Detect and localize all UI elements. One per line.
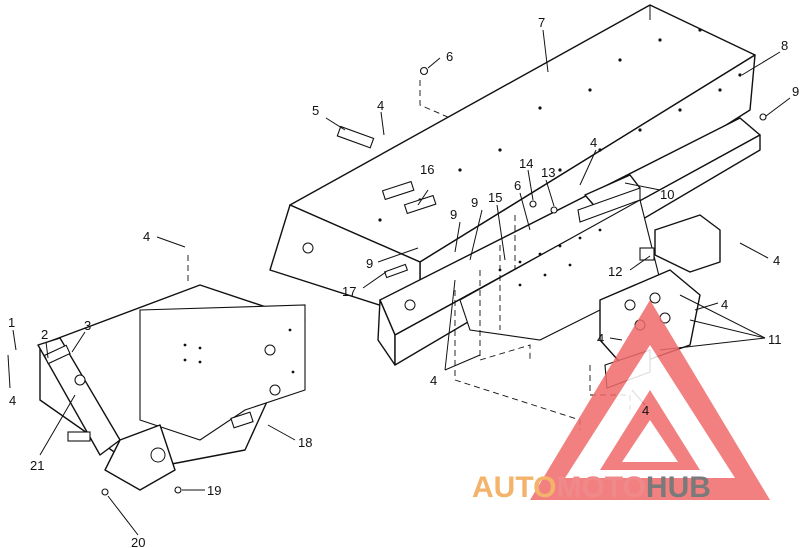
callout-17: 17: [342, 284, 356, 299]
bracket-part-12: [639, 214, 721, 273]
callout-15: 15: [488, 190, 502, 205]
callout-6a: 6: [446, 49, 453, 64]
watermark-text: AUTOMOTOHUB: [472, 471, 711, 504]
watermark-logo: [530, 300, 770, 500]
rivet-part-6: [419, 66, 429, 76]
callout-14: 14: [519, 156, 533, 171]
callout-4h: 4: [143, 229, 150, 244]
leader-lines: [7, 29, 791, 536]
callout-4d: 4: [721, 297, 728, 312]
callout-13: 13: [541, 165, 555, 180]
callout-4e: 4: [597, 331, 604, 346]
rivet-part-14: [529, 200, 537, 208]
callout-9d: 9: [366, 256, 373, 271]
callout-4g: 4: [430, 373, 437, 388]
bushing-part-21: [74, 374, 86, 386]
callout-3: 3: [84, 318, 91, 333]
callout-4a: 4: [377, 98, 384, 113]
callout-2: 2: [41, 327, 48, 342]
watermark-part-moto: MOTO: [556, 471, 645, 504]
callout-11: 11: [768, 332, 782, 347]
callout-1: 1: [8, 315, 15, 330]
rivet-part-9: [759, 113, 767, 121]
plate-part-5: [336, 125, 375, 149]
callout-19: 19: [207, 483, 221, 498]
callout-5: 5: [312, 103, 319, 118]
callout-6b: 6: [514, 178, 521, 193]
callout-9b: 9: [471, 195, 478, 210]
callout-8: 8: [781, 38, 788, 53]
watermark-part-hub: HUB: [646, 471, 711, 504]
callout-18: 18: [298, 435, 312, 450]
callout-21: 21: [30, 458, 44, 473]
callout-4c: 4: [773, 253, 780, 268]
callout-4f: 4: [642, 403, 649, 418]
callout-7: 7: [538, 15, 545, 30]
callout-16: 16: [420, 162, 434, 177]
callout-12: 12: [608, 264, 622, 279]
callout-4i: 4: [9, 393, 16, 408]
callout-9c: 9: [450, 207, 457, 222]
callout-9a: 9: [792, 84, 799, 99]
plate-part-17: [383, 263, 409, 279]
callout-labels: 7 6 5 4 8 9 4 10 14 13 6 16 15 9 9 9 17 …: [8, 15, 799, 548]
plate-part-16a: [381, 180, 415, 201]
callout-20: 20: [131, 535, 145, 548]
rivet-part-13: [550, 206, 558, 214]
callout-4b: 4: [590, 135, 597, 150]
watermark-part-auto: AUTO: [472, 471, 556, 504]
rivet-part-19: [174, 486, 182, 494]
rivet-part-20: [101, 488, 109, 496]
plate-part-16b: [403, 194, 437, 215]
bulkhead-part-18: [37, 284, 306, 491]
lower-rail: [377, 117, 761, 366]
callout-10: 10: [660, 187, 674, 202]
